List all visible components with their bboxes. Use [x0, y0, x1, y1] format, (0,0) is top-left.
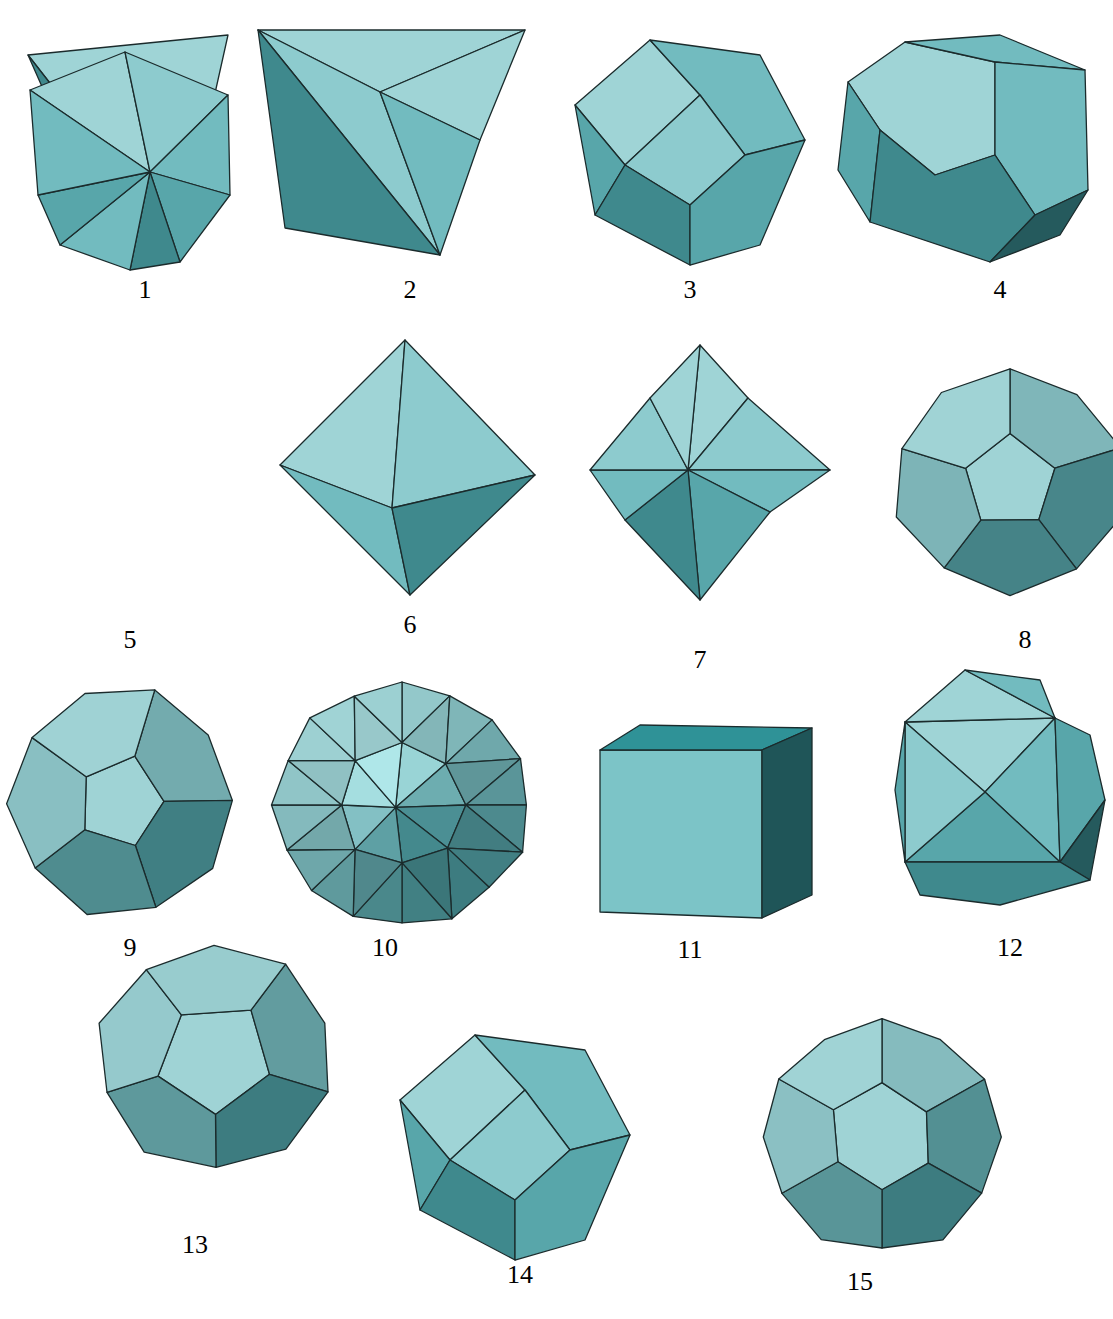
figure-number: 7 [694, 647, 707, 673]
figure-number: 14 [507, 1262, 533, 1288]
polyhedron-face [515, 1135, 630, 1260]
polyhedron-face [448, 848, 490, 919]
figure-number: 8 [1019, 627, 1032, 653]
polyhedron [838, 35, 1088, 262]
polyhedron-face [216, 1074, 329, 1167]
polyhedron-face [882, 1163, 982, 1248]
polyhedron [600, 725, 812, 918]
figure-number: 15 [847, 1269, 873, 1295]
figure-number: 9 [124, 935, 137, 961]
polyhedron [763, 1019, 1001, 1248]
polyhedron-face [107, 1076, 216, 1167]
polyhedron-face [905, 722, 985, 862]
polyhedron [896, 369, 1113, 596]
polyhedron-face [287, 849, 355, 890]
figure-number: 4 [994, 277, 1007, 303]
polyhedron-face [466, 759, 527, 805]
polyhedron-face [595, 165, 690, 265]
polyhedron-face [448, 805, 523, 852]
polyhedron-face [258, 30, 440, 255]
figure-number: 2 [404, 277, 417, 303]
polyhedron-face [280, 465, 410, 595]
polyhedron [895, 670, 1105, 905]
polyhedron-face [688, 398, 830, 470]
polyhedron-face [779, 1019, 882, 1110]
polyhedron [575, 40, 805, 265]
polyhedron-face [30, 90, 150, 195]
figure-number: 5 [124, 627, 137, 653]
polyhedron-face [762, 728, 812, 918]
polyhedron-face [1010, 369, 1113, 468]
polyhedron-face [288, 761, 355, 806]
polyhedron [7, 690, 233, 915]
polyhedron-face [902, 369, 1010, 469]
polyhedron-face [895, 722, 905, 862]
polyhedron-face [392, 475, 535, 595]
figure-number: 1 [139, 277, 152, 303]
polyhedron [99, 945, 328, 1167]
polyhedron-face [354, 682, 402, 743]
polyhedron [258, 30, 525, 255]
polyhedron-face [32, 690, 155, 777]
polyhedron-face [402, 696, 450, 764]
polyhedron-face [600, 750, 762, 918]
polyhedron-face [650, 345, 700, 470]
polyhedron-face [990, 190, 1088, 262]
figure-number: 11 [677, 937, 702, 963]
polyhedron-face [905, 862, 1090, 905]
figure-number: 10 [372, 935, 398, 961]
figure-number: 6 [404, 612, 417, 638]
polyhedron-face [272, 805, 342, 850]
polyhedron [30, 52, 230, 270]
figure-number: 13 [182, 1232, 208, 1258]
polyhedron-face [420, 1160, 515, 1260]
polyhedron [280, 340, 535, 595]
figure-number: 3 [684, 277, 697, 303]
polyhedron-face [965, 670, 1055, 718]
polyhedron-face [690, 140, 805, 265]
polyhedron [272, 682, 527, 923]
polyhedron-face [446, 720, 521, 764]
polyhedron-face [353, 849, 402, 916]
figure-number: 12 [997, 935, 1023, 961]
polyhedron-face [905, 670, 1055, 722]
polyhedron [400, 1035, 630, 1260]
polyhedron [590, 345, 830, 600]
polyhedron-face [402, 863, 452, 923]
polyhedron-face [688, 470, 770, 600]
polyhedron-face [146, 945, 285, 1014]
polyhedron-face [590, 470, 688, 520]
polyhedron-face [310, 696, 355, 761]
